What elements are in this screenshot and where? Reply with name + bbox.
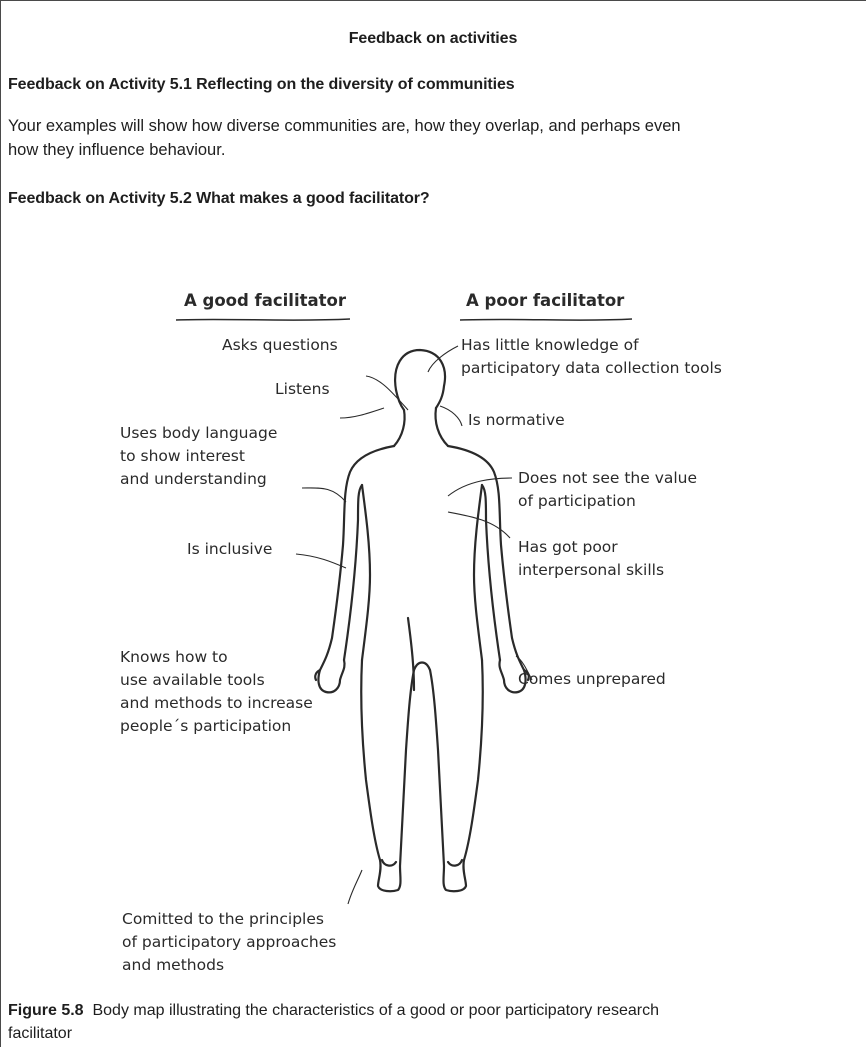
caption-figure-number: Figure 5.8 xyxy=(8,1002,84,1019)
label-committed-1: Comitted to the principles xyxy=(122,910,324,928)
label-tools-2: use available tools xyxy=(120,671,265,689)
leader-lines xyxy=(296,346,532,904)
good-heading-underline xyxy=(176,319,350,320)
label-unprepared: Comes unprepared xyxy=(518,670,666,688)
label-tools-3: and methods to increase xyxy=(120,694,313,712)
label-listens: Listens xyxy=(275,380,330,398)
body-map-figure: A good facilitator A poor facilitator xyxy=(0,0,866,995)
label-value-1: Does not see the value xyxy=(518,469,697,487)
label-body-language-1: Uses body language xyxy=(120,424,277,442)
figure-caption: Figure 5.8 Body map illustrating the cha… xyxy=(8,999,862,1045)
label-tools-1: Knows how to xyxy=(120,648,228,666)
leader-listens xyxy=(340,408,384,418)
label-tools-4: people´s participation xyxy=(120,717,291,735)
caption-line-1: Figure 5.8 Body map illustrating the cha… xyxy=(8,999,862,1022)
label-committed-3: and methods xyxy=(122,956,224,974)
good-facilitator-heading: A good facilitator xyxy=(184,291,347,310)
label-inclusive: Is inclusive xyxy=(187,540,272,558)
leader-normative xyxy=(440,406,462,426)
caption-text-1: Body map illustrating the characteristic… xyxy=(92,1002,659,1019)
label-value-2: of participation xyxy=(518,492,636,510)
leader-inclusive xyxy=(296,554,346,568)
leader-committed xyxy=(348,870,362,904)
label-normative: Is normative xyxy=(468,411,565,429)
human-body-outline xyxy=(315,350,529,891)
leader-body-language xyxy=(302,488,346,502)
poor-heading-underline xyxy=(460,319,632,320)
poor-facilitator-heading: A poor facilitator xyxy=(466,291,625,310)
label-little-knowledge-1: Has little knowledge of xyxy=(461,336,639,354)
caption-text-2: facilitator xyxy=(8,1022,862,1045)
label-little-knowledge-2: participatory data collection tools xyxy=(461,359,722,377)
label-interpersonal-2: interpersonal skills xyxy=(518,561,664,579)
label-interpersonal-1: Has got poor xyxy=(518,538,618,556)
label-body-language-3: and understanding xyxy=(120,470,267,488)
label-body-language-2: to show interest xyxy=(120,447,245,465)
label-committed-2: of participatory approaches xyxy=(122,933,336,951)
label-asks-questions: Asks questions xyxy=(222,336,338,354)
